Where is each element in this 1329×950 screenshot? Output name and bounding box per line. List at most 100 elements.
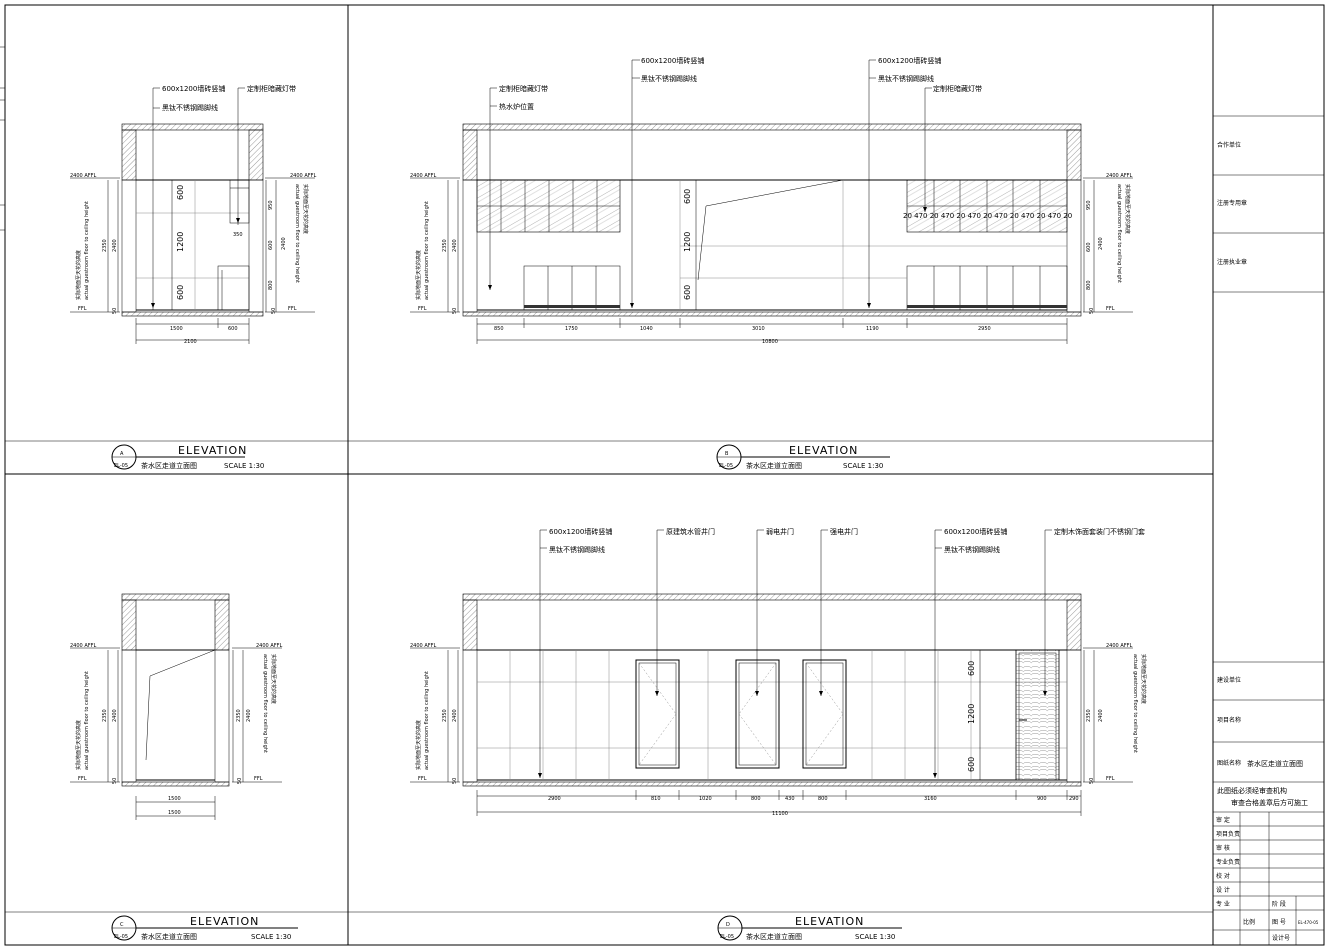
callout-b-lightstrip-right: 定制柜暗藏灯带: [933, 84, 982, 93]
level-a-left-bottom: FFL: [78, 306, 87, 312]
dim-d-50: 50: [452, 778, 458, 784]
level-d-right-top: 2400 AFFL: [1106, 643, 1132, 649]
tb-reg-seal: 注册专用章: [1217, 199, 1247, 207]
height-note-a-cn-right: 实际地面至天花的高度: [302, 184, 309, 234]
tb-scale-label: 比例: [1243, 918, 1255, 926]
tb-drawing-name: 茶水区走道立面图: [1247, 759, 1303, 768]
dim-d-290: 290: [1069, 796, 1079, 802]
scale-c: SCALE 1:30: [251, 933, 291, 941]
heading-d: ELEVATION: [795, 915, 864, 928]
height-note-c-en-right: actual guestroom floor to ceiling height: [262, 654, 268, 753]
dim-d-2350: 2350: [442, 709, 448, 722]
title-tag-b: [716, 444, 890, 470]
dim-a-bottom-1500: 1500: [170, 326, 183, 332]
dim-a-right-600: 600: [268, 240, 274, 250]
elevation-c: [70, 593, 282, 820]
level-b-right-top: 2400 AFFL: [1106, 173, 1132, 179]
tb-stage-label: 阶 段: [1272, 900, 1286, 908]
heading-a: ELEVATION: [178, 444, 247, 457]
dim-b-3010: 3010: [752, 326, 765, 332]
callout-b-skirting-left: 黑钛不锈钢踢脚线: [641, 74, 697, 83]
level-c-left-bottom: FFL: [78, 776, 87, 782]
callout-d-water-door: 原建筑水管井门: [666, 527, 715, 536]
dim-c-right-2350: 2350: [236, 709, 242, 722]
tb-sheet-label: 图 号: [1272, 919, 1286, 926]
dim-d-3160: 3160: [924, 796, 937, 802]
height-note-a-en: actual guestroom floor to ceiling height: [84, 201, 90, 300]
title-block: [1213, 115, 1324, 945]
dim-a-2400: 2400: [112, 239, 118, 252]
scale-a: SCALE 1:30: [224, 462, 264, 470]
dim-d-810: 810: [651, 796, 661, 802]
dim-b-2400: 2400: [452, 239, 458, 252]
height-note-b-cn: 实际地面至天花的高度: [415, 250, 422, 300]
dim-a-right-50: 50: [271, 308, 277, 314]
height-note-d-en-right: actual guestroom floor to ceiling height: [1132, 654, 1138, 753]
dim-a-bottom-600: 600: [228, 326, 238, 332]
dim-a-50: 50: [112, 308, 118, 314]
dim-a-right-350: 350: [233, 232, 243, 238]
dim-d-right-2400: 2400: [1098, 709, 1104, 722]
dim-c-50: 50: [112, 778, 118, 784]
dim-a-total: 2100: [184, 339, 197, 345]
scale-b: SCALE 1:30: [843, 462, 883, 470]
tb-client: 建设单位: [1217, 676, 1241, 684]
tb-design-no-label: 设计号: [1272, 934, 1290, 942]
title-tag-a: [111, 444, 245, 470]
dim-d-right-1200: 1200: [967, 704, 976, 724]
level-d-right-bottom: FFL: [1106, 776, 1115, 782]
heading-b: ELEVATION: [789, 444, 858, 457]
tag-b-ref: EL-05: [719, 463, 733, 469]
dim-b-850: 850: [494, 326, 504, 332]
dim-b-total: 10800: [762, 339, 778, 345]
dim-a-2350: 2350: [102, 239, 108, 252]
elevation-d: [410, 529, 1133, 816]
dim-d-430: 430: [785, 796, 795, 802]
sheet-border: [4, 4, 1325, 946]
dim-a-right-2400: 2400: [281, 237, 287, 250]
tb-sheet-no: EL-470-05: [1298, 920, 1319, 925]
tag-a-letter: A: [120, 451, 124, 457]
elevation-a: [70, 87, 315, 344]
callout-d-tile-right: 600x1200墙砖竖铺: [944, 527, 1007, 536]
tag-a-ref: EL-05: [114, 463, 128, 469]
cabinet-spacing-row: 20 470 20 470 20 470 20 470 20 470 20 47…: [903, 212, 1072, 220]
height-note-d-en: actual guestroom floor to ceiling height: [424, 671, 430, 770]
dim-d-right-2350: 2350: [1086, 709, 1092, 722]
dim-b-mid-600-top: 600: [683, 189, 692, 204]
dim-d-800-a: 800: [751, 796, 761, 802]
dim-d-2400: 2400: [452, 709, 458, 722]
callout-a-lightstrip: 定制柜暗藏灯带: [247, 84, 296, 93]
tb-row-design: 设 计: [1216, 886, 1230, 894]
heading-c: ELEVATION: [190, 915, 259, 928]
edge-ticks: [0, 46, 5, 231]
dim-d-900: 900: [1037, 796, 1047, 802]
callout-d-tile-left: 600x1200墙砖竖铺: [549, 527, 612, 536]
callout-b-lightstrip-left: 定制柜暗藏灯带: [499, 84, 548, 93]
callout-d-strong-door: 强电井门: [830, 527, 858, 536]
tag-c-ref: EL-05: [114, 934, 128, 940]
level-a-right-bottom: FFL: [288, 306, 297, 312]
level-c-right-bottom: FFL: [254, 776, 263, 782]
height-note-a-en-right: actual guestroom floor to ceiling height: [294, 184, 300, 283]
level-c-right-top: 2400 AFFL: [256, 643, 282, 649]
callout-b-tile-right: 600x1200墙砖竖铺: [878, 56, 941, 65]
subtitle-d: 茶水区走道立面图: [746, 932, 802, 941]
dim-b-1190: 1190: [866, 326, 879, 332]
callout-a-tile: 600x1200墙砖竖铺: [162, 84, 225, 93]
callout-b-tile-left: 600x1200墙砖竖铺: [641, 56, 704, 65]
height-note-d-cn-right: 实际地面至天花的高度: [1140, 654, 1147, 704]
height-note-b-cn-right: 实际地面至天花的高度: [1124, 184, 1131, 234]
dim-a-left-600-top: 600: [176, 185, 185, 200]
dim-a-right-800: 800: [268, 280, 274, 290]
level-b-left-top: 2400 AFFL: [410, 173, 436, 179]
level-a-right-top: 2400 AFFL: [290, 173, 316, 179]
scale-d: SCALE 1:30: [855, 933, 895, 941]
dim-c-2400: 2400: [112, 709, 118, 722]
dim-b-2350: 2350: [442, 239, 448, 252]
dim-d-right-600-bottom: 600: [967, 757, 976, 772]
callout-b-heater: 热水炉位置: [499, 102, 534, 111]
tb-notice-1: 此图纸必须经审查机构: [1217, 786, 1287, 795]
tb-row-approve: 审 定: [1216, 816, 1230, 824]
